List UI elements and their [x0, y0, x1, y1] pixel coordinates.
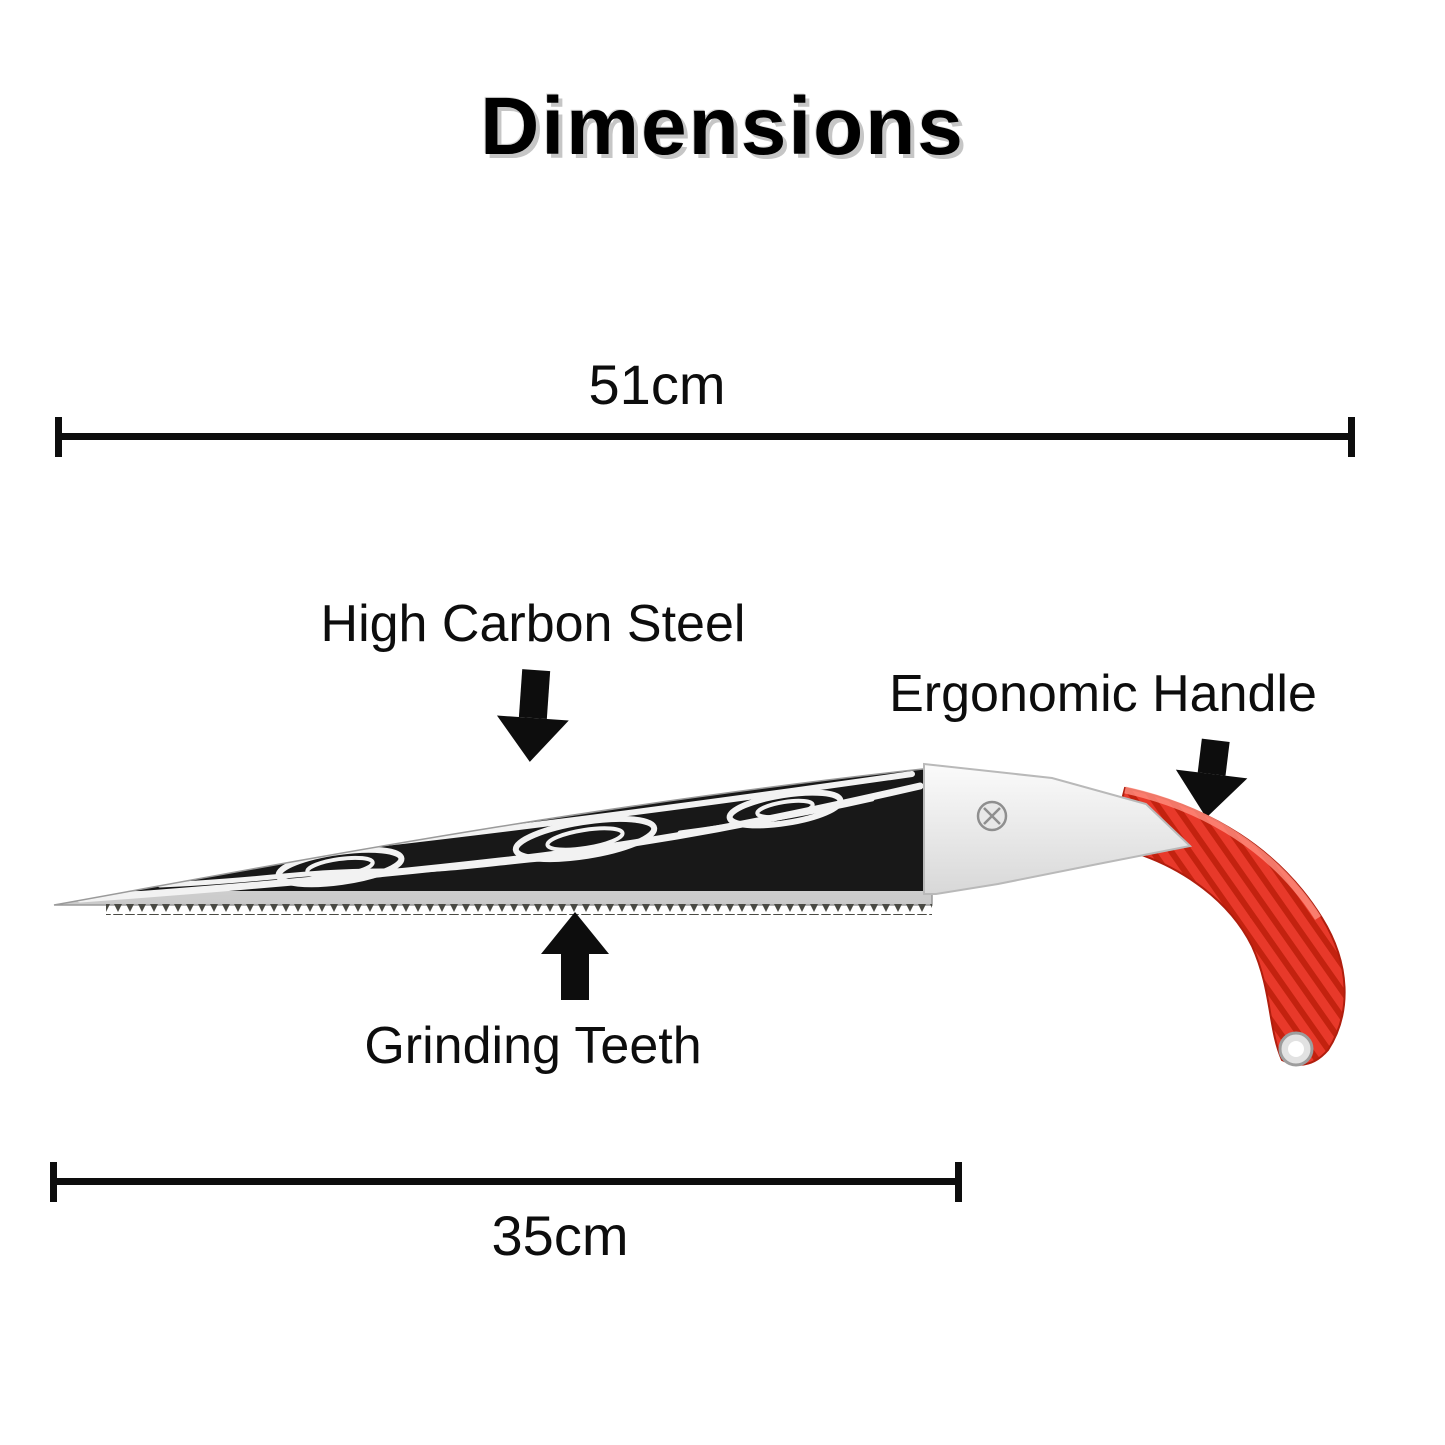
annotation-handle-label: Ergonomic Handle — [889, 665, 1317, 723]
saw-teeth — [106, 904, 932, 915]
annotation-blade-material-label: High Carbon Steel — [320, 595, 746, 653]
saw-connector — [923, 762, 1193, 895]
dimension-tick-right — [1348, 416, 1355, 457]
damascus-pattern — [76, 771, 924, 903]
dimension-blade-line — [50, 1161, 962, 1202]
annotation-teeth: Grinding Teeth — [283, 912, 783, 1076]
saw-blade — [53, 767, 933, 915]
down-arrow-icon — [493, 668, 572, 765]
annotation-handle: Ergonomic Handle — [823, 664, 1383, 823]
dimension-blade: 35cm — [50, 1161, 962, 1268]
arrow-stem — [518, 669, 551, 719]
up-arrow-icon — [539, 912, 611, 1000]
pruning-saw-image — [53, 762, 1346, 1067]
annotation-teeth-label: Grinding Teeth — [364, 1017, 702, 1075]
dimension-tick-left — [50, 1161, 57, 1202]
dimension-overall: 51cm — [55, 352, 1355, 457]
page-title: Dimensions — [480, 81, 965, 172]
dimension-tick-right — [955, 1161, 962, 1202]
dimension-tick-left — [55, 416, 62, 457]
annotation-blade-material: High Carbon Steel — [268, 594, 798, 765]
saw-handle — [1108, 786, 1346, 1067]
arrow-stem — [561, 954, 589, 1000]
dimension-blade-label: 35cm — [491, 1204, 629, 1267]
dimension-overall-label: 51cm — [588, 353, 726, 416]
arrow-head — [541, 912, 609, 954]
dimension-overall-line — [55, 416, 1355, 457]
